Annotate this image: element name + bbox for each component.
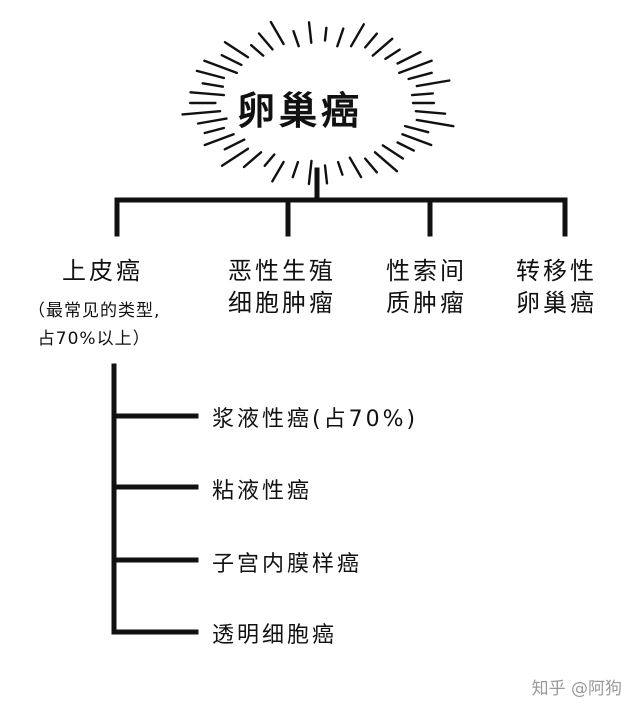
burst-stroke xyxy=(381,144,405,160)
burst-stroke xyxy=(195,69,226,80)
burst-stroke xyxy=(223,41,250,59)
burst-stroke xyxy=(336,27,345,48)
category-label: 转移性 xyxy=(516,257,597,285)
category-sex-cord-stromal: 性索间 质肿瘤 xyxy=(386,255,467,319)
burst-stroke xyxy=(371,37,394,57)
burst-stroke xyxy=(364,32,378,49)
burst-stroke xyxy=(396,141,415,152)
burst-stroke xyxy=(364,157,378,174)
burst-stroke xyxy=(181,109,222,116)
category-label: 恶性生殖 xyxy=(228,257,336,285)
burst-stroke xyxy=(263,153,276,168)
burst-stroke xyxy=(403,124,430,134)
burst-stroke xyxy=(396,50,422,65)
burst-stroke xyxy=(348,156,363,179)
burst-stroke xyxy=(292,30,300,48)
burst-stroke xyxy=(384,48,401,61)
category-metastatic: 转移性 卵巢癌 xyxy=(516,255,597,319)
burst-stroke xyxy=(349,23,365,48)
burst-stroke xyxy=(373,151,399,173)
burst-stroke xyxy=(196,117,228,125)
burst-stroke xyxy=(323,164,329,185)
subtype-serous: 浆液性癌(占70%) xyxy=(212,407,419,432)
burst-stroke xyxy=(257,32,274,51)
burst-stroke xyxy=(291,160,300,179)
burst-stroke xyxy=(307,21,313,44)
burst-stroke xyxy=(401,133,433,147)
burst-stroke xyxy=(398,59,433,75)
burst-stroke xyxy=(415,118,455,128)
burst-stroke xyxy=(415,79,451,88)
burst-stroke xyxy=(269,20,285,46)
burst-stroke xyxy=(410,92,434,97)
category-label: 上皮癌 xyxy=(62,257,143,285)
burst-stroke xyxy=(271,160,285,183)
burst-stroke xyxy=(323,26,328,42)
category-label: 性索间 xyxy=(386,257,467,285)
burst-stroke xyxy=(223,138,246,151)
diagram-title: 卵巢癌 xyxy=(237,89,364,133)
burst-stroke xyxy=(249,44,265,57)
connector-lines xyxy=(111,167,568,635)
burst-stroke xyxy=(407,71,433,81)
burst-stroke xyxy=(242,151,263,169)
note-line-2: 占70%以上） xyxy=(37,329,151,349)
category-label: 质肿瘤 xyxy=(386,289,467,317)
burst-stroke xyxy=(201,82,225,88)
category-epithelial: 上皮癌 xyxy=(62,255,143,287)
burst-stroke xyxy=(220,54,243,67)
category-label: 细胞肿瘤 xyxy=(228,289,336,317)
burst-stroke xyxy=(307,159,313,186)
subtype-endometrioid: 子宫内膜样癌 xyxy=(212,552,363,577)
burst-stroke xyxy=(220,147,250,167)
category-label: 卵巢癌 xyxy=(516,289,597,317)
burst-stroke xyxy=(203,133,235,147)
burst-stroke xyxy=(203,59,239,75)
title-burst-decoration xyxy=(181,20,455,186)
subtype-mucinous: 粘液性癌 xyxy=(212,479,313,504)
note-line-1: （最常见的类型, xyxy=(28,301,161,321)
burst-stroke xyxy=(414,109,447,115)
watermark: 知乎 @阿狗 xyxy=(531,679,622,699)
burst-stroke xyxy=(203,126,226,135)
category-germ-cell: 恶性生殖 细胞肿瘤 xyxy=(228,255,336,319)
epithelial-note: （最常见的类型, 占70%以上） xyxy=(28,297,160,353)
burst-stroke xyxy=(336,160,344,176)
burst-stroke xyxy=(189,91,226,97)
subtype-clear-cell: 透明细胞癌 xyxy=(212,623,338,648)
